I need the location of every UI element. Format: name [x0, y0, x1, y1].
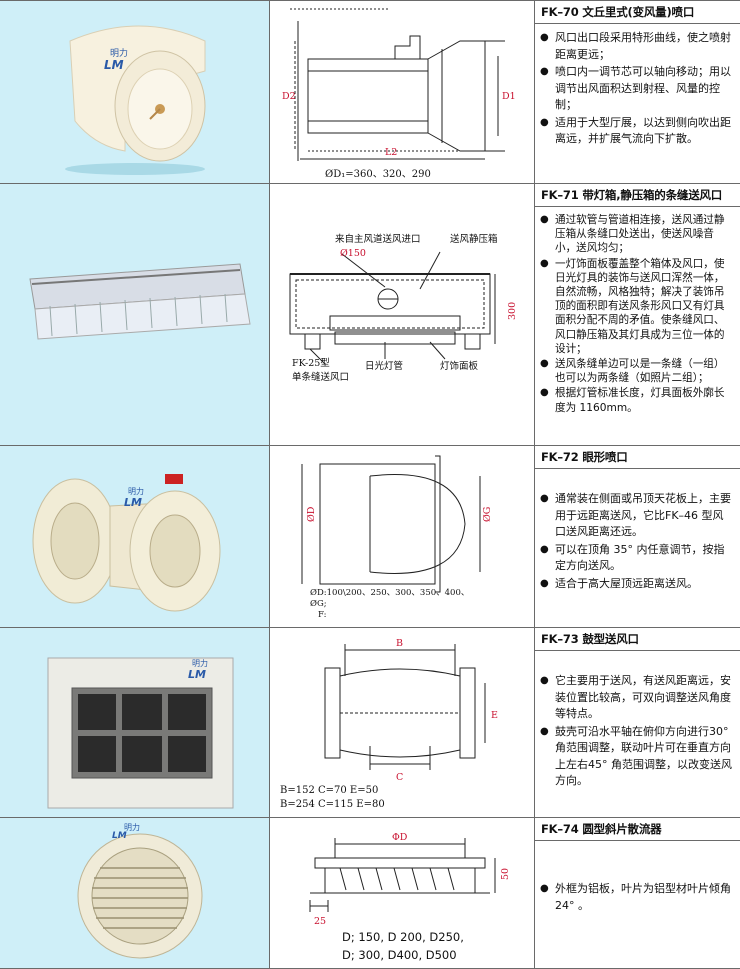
- svg-text:LM: LM: [124, 496, 142, 509]
- feature-item: 适用于大型厅展，以达到侧向吹出距离远，并扩展气流向下扩散。: [539, 115, 734, 148]
- feature-item: 通过软管与管道相连接，送风通过静压箱从条缝口处送出，使送风噪音小，送风均匀；: [539, 213, 734, 256]
- product-title: FK–74 圆型斜片散流器: [535, 818, 740, 841]
- spec-fk74: D; 150, D 200, D250, D; 300, D400, D500: [342, 930, 464, 962]
- description-fk70: FK–70 文丘里式(变风量)喷口 风口出口段采用特形曲线，使之喷射距离更远； …: [535, 1, 740, 183]
- dim-d: ØD: [306, 506, 317, 522]
- svg-text:LM: LM: [188, 668, 206, 681]
- dim-d1: D1: [502, 91, 516, 102]
- product-row-fk74: 明力 LM ΦD 50 25: [0, 818, 740, 969]
- feature-item: 根据灯管标准长度，灯具面板外廓长度为 1160mm。: [539, 386, 734, 414]
- label-inlet: 来自主风道送风进口: [335, 233, 421, 245]
- dim-d2: D2: [282, 91, 296, 102]
- product-photo-fk71: [0, 184, 270, 445]
- spec-fk73: B=152 C=70 E=50 B=254 C=115 E=80: [280, 785, 385, 810]
- dim-l2: L2: [385, 147, 397, 158]
- tech-drawing-fk70: D2 D1 L2 ØD₁=360、320、290: [270, 1, 535, 183]
- product-row-fk73: 明力 LM B C E: [0, 628, 740, 818]
- feature-item: 风口出口段采用特形曲线，使之喷射距离更远；: [539, 30, 734, 63]
- feature-item: 适合于高大屋顶远距离送风。: [539, 576, 734, 593]
- drawing-fk72: ØD ØG: [301, 455, 493, 593]
- drawing-fk70: D2 D1 L2: [282, 8, 516, 161]
- brand-logo: 明力 LM: [104, 47, 128, 72]
- spec-fk72: ØD:100\200、250、300、350、400、 ØG; F:: [310, 588, 470, 620]
- tech-drawing-fk74: ΦD 50 25 D; 150, D 200, D250, D; 300, D4…: [270, 818, 535, 968]
- feature-list: 它主要用于送风，有送风距离远，安装位置比较高，可双向调整送风角度等特点。 鼓壳可…: [535, 651, 740, 790]
- description-fk72: FK–72 眼形喷口 通常装在侧面或吊顶天花板上，主要用于远距离送风，它比FK–…: [535, 446, 740, 627]
- feature-list: 通过软管与管道相连接，送风通过静压箱从条缝口处送出，使送风噪音小，送风均匀； 一…: [535, 207, 740, 415]
- drawing-fk74: ΦD 50 25: [309, 832, 511, 927]
- dim-b: B: [396, 638, 403, 649]
- svg-text:明力: 明力: [192, 658, 208, 668]
- label-slot: 单条缝送风口: [292, 371, 349, 383]
- product-title: FK–71 带灯箱,静压箱的条缝送风口: [535, 184, 740, 207]
- description-fk74: FK–74 圆型斜片散流器 外框为铝板，叶片为铝型材叶片倾角 24° 。: [535, 818, 740, 968]
- feature-item: 通常装在侧面或吊顶天花板上，主要用于远距离送风，它比FK–46 型风口送风距离还…: [539, 491, 734, 541]
- svg-text:明力: 明力: [124, 822, 140, 832]
- label-box: 送风静压箱: [450, 233, 498, 245]
- brand-logo: 明力 LM: [188, 658, 208, 681]
- label-tube: 日光灯管: [365, 360, 403, 372]
- product-photo-fk74: 明力 LM: [0, 818, 270, 968]
- label-fk25: FK-25型: [292, 358, 330, 369]
- drawing-fk73: B C E: [324, 638, 498, 783]
- tech-drawing-fk73: B C E B=152 C=70 E=50 B=254 C=115 E=80: [270, 628, 535, 817]
- label-inlet-size: Ø150: [340, 248, 366, 259]
- spec-fk70: ØD₁=360、320、290: [325, 169, 431, 180]
- product-row-fk71: 来自主风道送风进口 Ø150 送风静压箱 300 FK-25型 单条缝送风口 日…: [0, 184, 740, 446]
- drawing-fk71: 来自主风道送风进口 Ø150 送风静压箱 300 FK-25型 单条缝送风口 日…: [289, 233, 518, 383]
- description-fk73: FK–73 鼓型送风口 它主要用于送风，有送风距离远，安装位置比较高，可双向调整…: [535, 628, 740, 817]
- feature-item: 它主要用于送风，有送风距离远，安装位置比较高，可双向调整送风角度等特点。: [539, 673, 734, 723]
- feature-item: 外框为铝板，叶片为铝型材叶片倾角 24° 。: [539, 881, 734, 914]
- feature-item: 鼓壳可沿水平轴在俯仰方向进行30° 角范围调整，联动叶片可在垂直方向上左右45°…: [539, 724, 734, 790]
- feature-item: 送风条缝单边可以是一条缝（一组）也可以为两条缝（如照片二组）；: [539, 357, 734, 385]
- product-photo-fk70: 明力 LM: [0, 1, 270, 183]
- dim-w: 25: [314, 916, 326, 927]
- svg-text:明力: 明力: [128, 486, 144, 496]
- product-title: FK–72 眼形喷口: [535, 446, 740, 469]
- description-fk71: FK–71 带灯箱,静压箱的条缝送风口 通过软管与管道相连接，送风通过静压箱从条…: [535, 184, 740, 445]
- feature-item: 喷口内一调节芯可以轴向移动；用以调节出风面积达到射程、风量的控制；: [539, 64, 734, 114]
- product-title: FK–73 鼓型送风口: [535, 628, 740, 651]
- dim-e: E: [491, 710, 498, 721]
- dim-c: C: [396, 772, 403, 783]
- label-panel: 灯饰面板: [440, 360, 479, 372]
- feature-item: 可以在顶角 35° 内任意调节，按指定方向送风。: [539, 542, 734, 575]
- product-row-fk72: 明力 LM ØD ØG ØD:100\200、250、300、350、: [0, 446, 740, 628]
- product-title: FK–70 文丘里式(变风量)喷口: [535, 1, 740, 24]
- feature-list: 通常装在侧面或吊顶天花板上，主要用于远距离送风，它比FK–46 型风口送风距离还…: [535, 469, 740, 592]
- dim-g: ØG: [482, 507, 493, 522]
- feature-item: 一灯饰面板覆盖整个箱体及风口，使日光灯具的装饰与送风口浑然一体，自然流畅，风格独…: [539, 257, 734, 356]
- svg-text:LM: LM: [104, 58, 124, 72]
- product-photo-fk73: 明力 LM: [0, 628, 270, 817]
- feature-list: 外框为铝板，叶片为铝型材叶片倾角 24° 。: [535, 841, 740, 914]
- svg-text:LM: LM: [112, 831, 127, 841]
- tech-drawing-fk72: ØD ØG ØD:100\200、250、300、350、400、 ØG; F:: [270, 446, 535, 627]
- brand-logo: 明力 LM: [112, 822, 140, 841]
- product-photo-fk72: 明力 LM: [0, 446, 270, 627]
- brand-logo: 明力 LM: [124, 486, 144, 509]
- dim-h: 50: [500, 868, 511, 880]
- label-height: 300: [507, 302, 518, 320]
- product-row-fk70: 明力 LM: [0, 0, 740, 184]
- feature-list: 风口出口段采用特形曲线，使之喷射距离更远； 喷口内一调节芯可以轴向移动；用以调节…: [535, 24, 740, 148]
- svg-text:明力: 明力: [110, 47, 128, 59]
- dim-d: ΦD: [392, 832, 408, 843]
- tech-drawing-fk71: 来自主风道送风进口 Ø150 送风静压箱 300 FK-25型 单条缝送风口 日…: [270, 184, 535, 445]
